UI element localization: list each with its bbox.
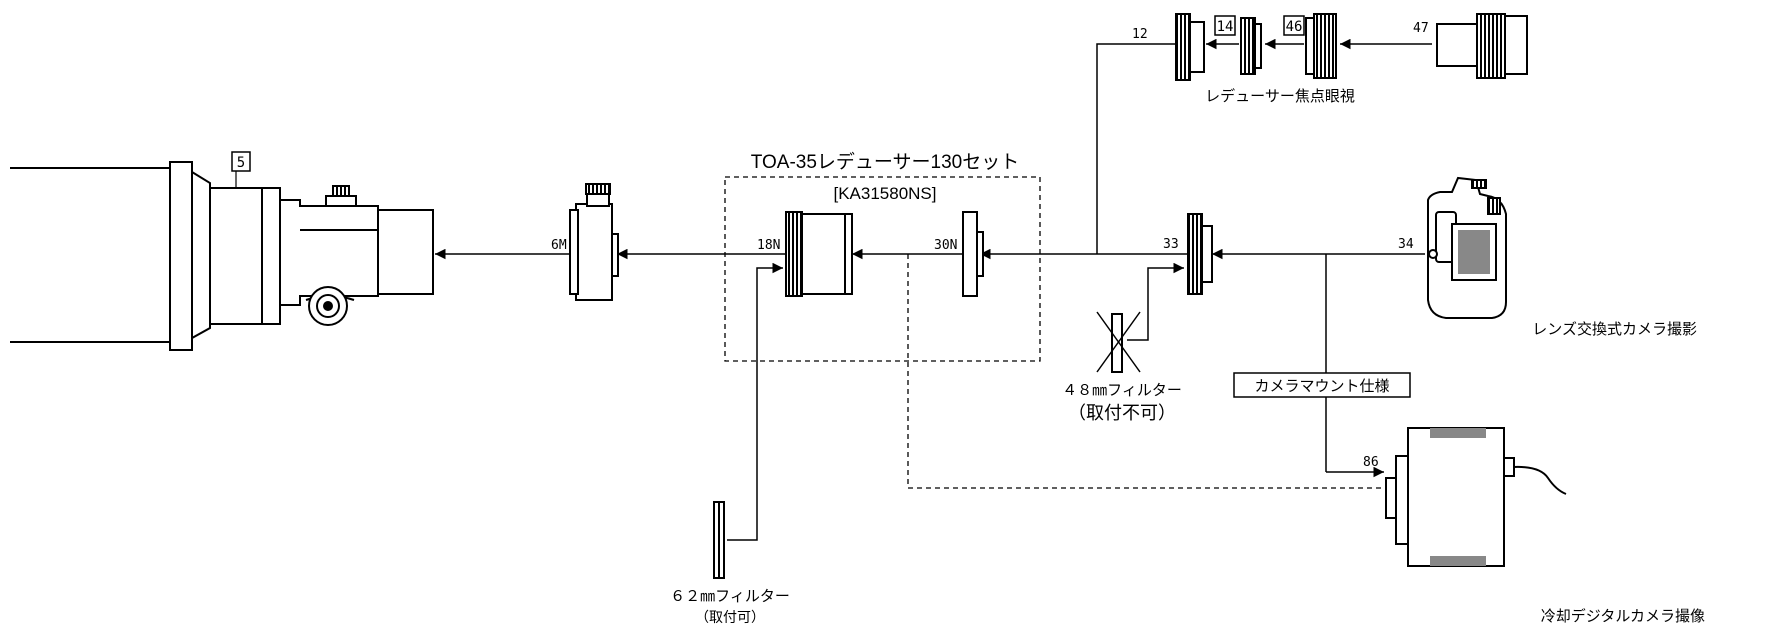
reducer-set-box [724,176,1041,362]
camera-mount-spec-box [1233,372,1411,398]
set-code: [KA31580NS] [833,184,936,203]
filter62-caption: ６２㎜フィルター [670,588,790,605]
part-12-adapter [1175,13,1205,81]
set-title: TOA-35レデューサー130セット [751,151,1020,173]
part-30n-label: 30N [934,238,957,253]
part-33-camera-mount [1187,213,1213,295]
cooled-camera-dashed-path [907,254,1386,489]
filter48-connector [1127,262,1184,341]
filter62-connector [727,262,783,541]
part-5-box [231,151,251,172]
part-18n-reducer [785,211,853,297]
eyepiece-branch-line [1096,43,1175,254]
part-47-eyepiece [1436,13,1528,79]
cooled-ccd-camera [1385,427,1567,567]
filter62-ring [713,501,725,579]
part-14-box [1214,15,1236,36]
part-30n-adapter [962,211,984,297]
part-46-label: 46 [1286,19,1303,35]
telescope-tube [10,161,434,351]
filter48-not-attachable [1096,311,1141,373]
cooled-camera-caption: 冷却デジタルカメラ撮像 [1541,607,1705,625]
part-18n-label: 18N [757,238,780,253]
part-47-label: 47 [1413,21,1429,36]
part-6m-label: 6M [551,238,567,253]
part-86-label: 86 [1363,455,1379,470]
filter62-note: （取付可） [695,609,765,625]
dslr-camera [1427,176,1507,319]
camera-mount-spec-label: カメラマウント仕様 [1254,378,1389,395]
part-14-label: 14 [1217,19,1234,35]
part-46-box [1283,15,1305,36]
part-46-adapter [1305,13,1337,79]
filter48-caption: ４８㎜フィルター [1062,382,1182,399]
part-6m-adapter [569,183,619,301]
part-14-adapter [1240,17,1262,75]
part-34-label: 34 [1398,237,1414,252]
part-12-label: 12 [1132,27,1148,42]
lens-camera-caption: レンズ交換式カメラ撮影 [1532,320,1697,338]
part-33-label: 33 [1163,237,1179,252]
reducer-focus-caption: レデューサー焦点眼視 [1205,87,1355,105]
part-5-label: 5 [237,155,245,171]
filter48-note: （取付不可） [1068,403,1176,423]
